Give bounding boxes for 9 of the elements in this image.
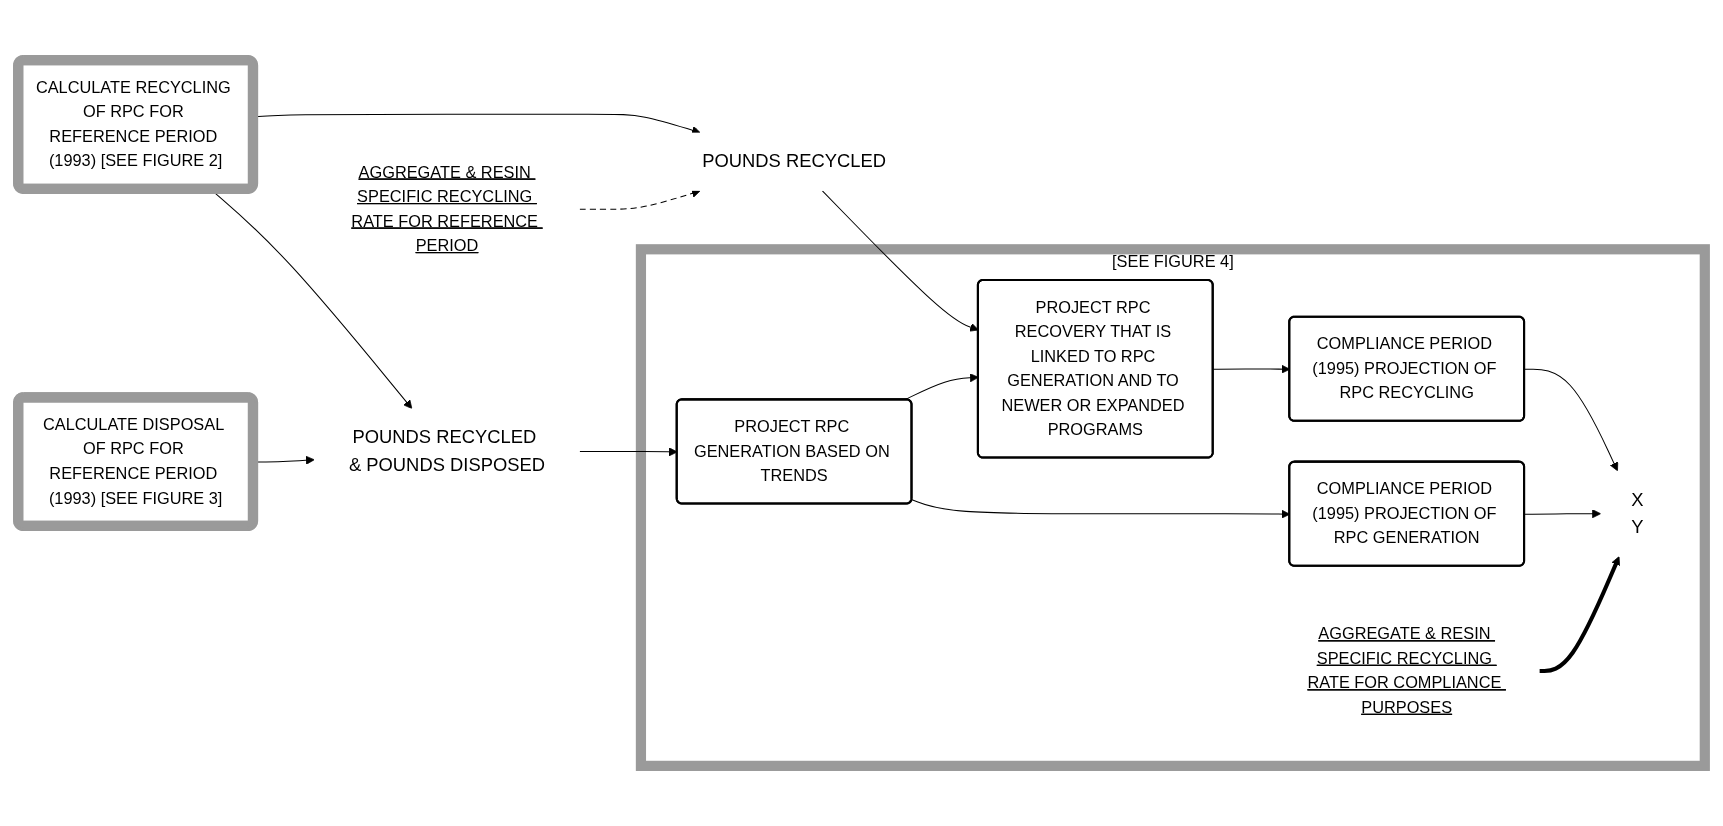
arrow <box>579 188 701 210</box>
node-text: POUNDS RECYCLED & POUNDS DISPOSED <box>348 426 545 475</box>
arrow <box>1524 509 1602 519</box>
arrow <box>1539 556 1620 673</box>
node-text: AGGREGATE & RESIN SPECIFIC RECYCLING RATE FOR REFERENCE PERIOD <box>351 163 539 255</box>
node-text: X Y <box>1631 489 1644 538</box>
node-text: POUNDS RECYCLED <box>702 151 887 172</box>
arrow <box>1524 368 1619 472</box>
node-text: AGGREGATE & RESIN SPECIFIC RECYCLING RATE FOR COMPLIANCE PURPOSES <box>1307 624 1502 716</box>
